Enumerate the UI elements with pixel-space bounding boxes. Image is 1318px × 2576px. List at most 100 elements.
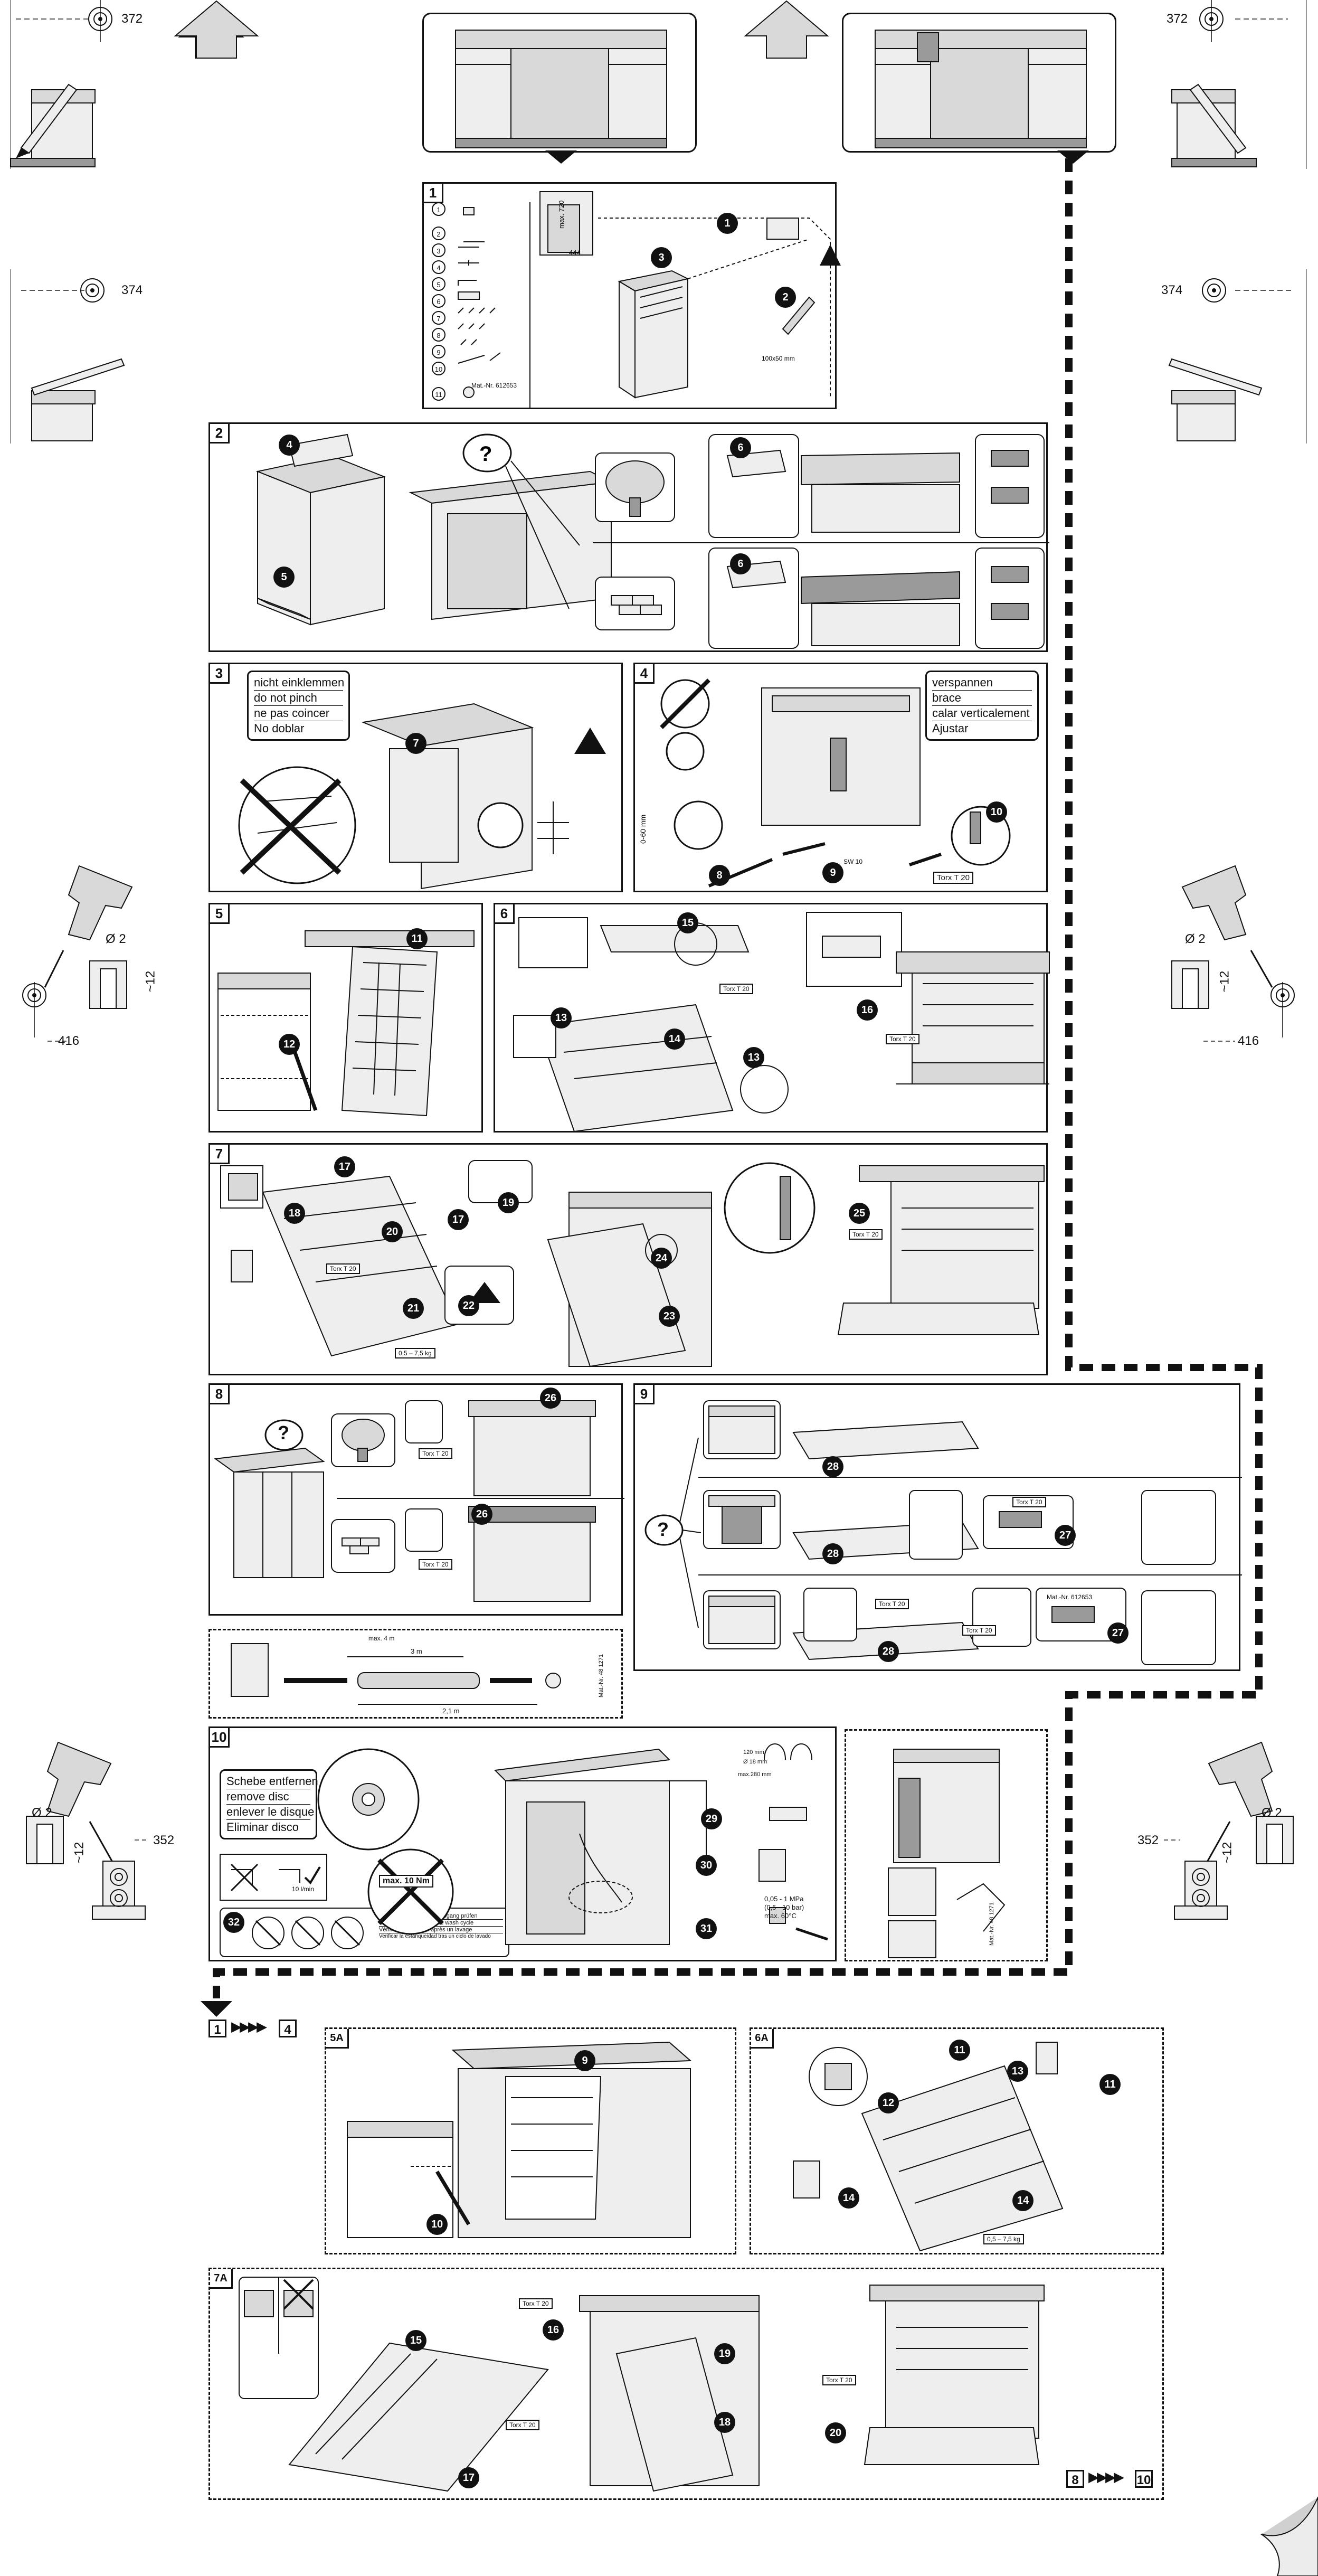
step-5a-illustration [347,2041,692,2238]
callout-15-7a: 15 [405,2330,426,2351]
callout-1: 1 [717,213,738,234]
step-8-number: 8 [210,1385,230,1404]
dim-mid-right: 374 [1161,283,1183,297]
callout-24: 24 [651,1248,672,1269]
dim-mid-left: 374 [121,283,143,297]
callout-28-a: 28 [822,1456,843,1477]
step-6-panel: 6 Torx T 20 Torx T 20 15 13 14 13 16 [494,903,1050,1133]
step-3-panel: 3 nicht einklemmen do not pinch ne pas c… [208,663,623,892]
drill-left-diameter: Ø 2 [106,932,126,946]
part-1: 1 [432,202,445,216]
callout-14: 14 [664,1028,685,1050]
step-10-torque: max. 10 Nm [379,1875,433,1888]
callout-8: 8 [709,865,730,886]
warning-fr: ne pas coincer [254,706,343,721]
step-2-panel: 2 ? [208,422,1049,652]
step-7a-number: 7A [210,2269,233,2289]
parts-list: 1 2 3 4 5 6 7 8 9 10 11 Mat.-Nr. 612653 [429,202,530,408]
callout-16: 16 [857,999,878,1021]
step-10-illustration [317,1743,828,1945]
arrow-up-left-icon [174,0,259,59]
step-8-torx-a: Torx T 20 [419,1448,452,1459]
step-7-torx-b: Torx T 20 [849,1229,883,1240]
step-7a-torx-a: Torx T 20 [519,2298,553,2309]
step-7a-panel: 7A Torx T 20 Torx T 20 Torx T 20 15 16 1… [208,2268,1164,2500]
step-4-torx: Torx T 20 [933,872,973,884]
callout-9-5a: 9 [574,2050,595,2071]
step-7-torx-a: Torx T 20 [326,1263,360,1274]
svg-text:444: 444 [569,249,581,257]
brace-en: brace [932,691,1032,706]
sequence-from-1: 1 [208,2020,226,2037]
hose-illustration [231,1643,561,1705]
callout-14-6a-a: 14 [838,2187,859,2209]
step-10-flow-box: 10 l/min [220,1854,327,1901]
svg-text:0-60 mm: 0-60 mm [639,815,647,844]
callout-25: 25 [849,1203,870,1224]
callout-2: 2 [775,287,796,308]
callout-17-7a: 17 [458,2467,479,2488]
margin-dim-mid-right-graphic [1168,269,1307,444]
part-6: 6 [432,294,445,308]
callout-16-7a: 16 [543,2319,564,2341]
callout-26-b: 26 [471,1504,492,1525]
step-10-number: 10 [210,1728,230,1748]
brace-fr: calar verticalement [932,706,1032,721]
sequence-to-4: 4 [279,2020,297,2037]
dim-drill-right: 416 [1238,1034,1259,1048]
step-10-side-panel: Mat.-Nr. 48 1271 [845,1729,1048,1961]
callout-6-bottom: 6 [730,553,751,574]
disc-es: Eliminar disco [226,1820,299,1834]
dim-top-left: 372 [121,12,143,26]
hose-dim-max280: max.280 mm [738,1771,772,1778]
callout-12: 12 [279,1034,300,1055]
sequence-arrows-2: ▶▶▶▶ [1088,2469,1124,2485]
step-10-leak-box: 32 Dichtheit nach einem Spülgang prüfen … [220,1908,509,1957]
drill-lower-right-icon [1164,1741,1294,1920]
step-7-number: 7 [210,1145,230,1164]
dim-lower-left: 352 [153,1833,175,1847]
callout-28-c: 28 [878,1641,899,1662]
hose-extension-panel: max. 4 m 3 m 2,1 m Mat.-Nr. 48 1271 [208,1629,623,1719]
warning-en: do not pinch [254,691,343,706]
callout-18: 18 [284,1203,305,1224]
step-10-disc-box: Schebe entfernen remove disc enlever le … [220,1769,318,1839]
margin-dim-mid-left-graphic [10,269,125,444]
page-curl-icon [1260,2496,1318,2576]
hose-dim-120: 120 mm [743,1749,764,1756]
callout-9: 9 [822,862,843,883]
step-2-number: 2 [210,424,230,444]
arrow-up-right-icon [744,0,829,59]
callout-19: 19 [498,1192,519,1213]
step-6-number: 6 [495,904,515,924]
step-9-question: ? [657,1518,669,1540]
callout-4: 4 [279,435,300,456]
step-7-weight: 0,5 – 7,5 kg [395,1348,435,1358]
step-1-number: 1 [424,184,443,203]
step-8-torx-b: Torx T 20 [419,1559,452,1570]
callout-23: 23 [659,1306,680,1327]
step-9-panel: 9 ? Torx T 20 Torx T 20 Torx T 20 Mat.-N… [633,1383,1242,1671]
disc-fr: enlever le disque [226,1805,314,1820]
part-8: 8 [432,328,445,342]
dim-lower-right: 352 [1137,1833,1159,1847]
drill-lower-right-diameter: Ø 2 [1262,1806,1282,1820]
kitchen-overview-right [842,13,1116,164]
pressure-range: 0,05 - 1 MPa [764,1895,804,1903]
step-8-question: ? [278,1422,289,1443]
hose-dim-3m: 3 m [411,1647,422,1655]
sequence-arrows-1: ▶▶▶▶ [231,2019,267,2035]
callout-11: 11 [406,928,428,949]
callout-19-7a: 19 [714,2343,735,2364]
callout-26-a: 26 [540,1388,561,1409]
part-3: 3 [432,243,445,257]
sequence-to-10: 10 [1135,2470,1153,2488]
step-6-torx-a: Torx T 20 [719,984,753,994]
step-4-panel: 4 verspannen brace calar verticalement A… [633,663,1048,892]
step-9-torx-b: Torx T 20 [875,1599,909,1609]
step-6-illustration [513,912,1050,1133]
step-5-panel: 5 11 12 [208,903,483,1133]
margin-dim-top-left-graphic [10,0,244,169]
step-5a-panel: 5A 9 10 [325,2027,736,2254]
step-7a-illustration [239,2277,1045,2492]
